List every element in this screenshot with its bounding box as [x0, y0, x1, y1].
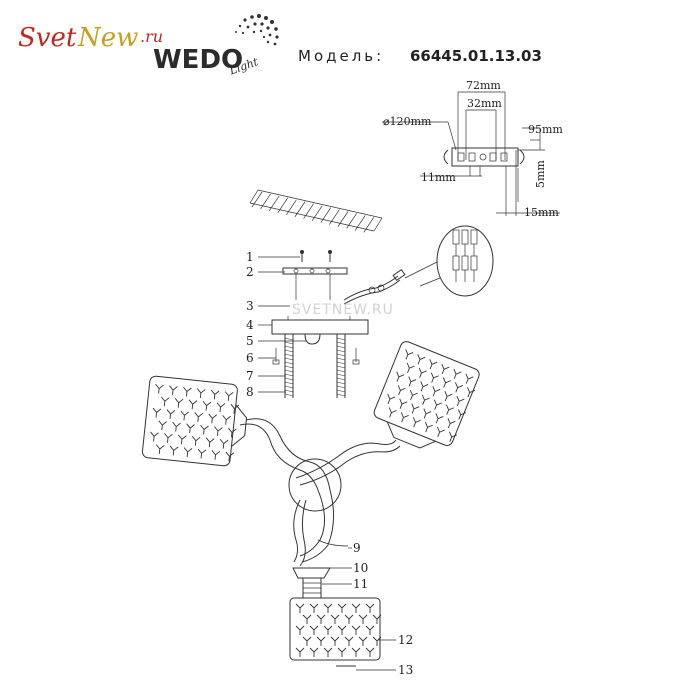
logo-wedo-text: WEDO — [153, 45, 243, 75]
callout-9: 9 — [353, 541, 361, 555]
callout-12: 12 — [398, 633, 413, 647]
mounting-plate-detail: ⌀120mm 72mm 32mm 95mm 11mm 5mm 15mm — [382, 79, 563, 219]
callout-10: 10 — [353, 561, 368, 575]
callout-4: 4 — [246, 318, 254, 332]
dimension-width-32: 32mm — [467, 97, 502, 110]
callout-6: 6 — [246, 351, 254, 365]
dimension-95: 95mm — [528, 123, 563, 136]
logo-swirl-icon — [235, 14, 279, 46]
logo-new-text: New — [77, 23, 138, 53]
central-hub — [288, 458, 342, 512]
callout-8: 8 — [246, 385, 254, 399]
mounting-hardware — [282, 250, 406, 305]
callout-7: 7 — [246, 369, 254, 383]
ceiling-canopy — [271, 316, 369, 398]
lamp-shade-right — [373, 341, 480, 449]
watermark-text: SVETNEW.RU — [292, 302, 394, 318]
lamp-arms — [239, 418, 401, 567]
callout-3: 3 — [246, 299, 254, 313]
model-label: Модель: — [298, 47, 384, 65]
dimension-width-72: 72mm — [466, 79, 501, 92]
callout-11: 11 — [353, 577, 368, 591]
callout-5: 5 — [246, 334, 254, 348]
wiring-detail-bubble — [404, 225, 494, 297]
callout-1: 1 — [246, 250, 254, 264]
dimension-15: 15mm — [524, 206, 559, 219]
callout-labels-lower: 9 10 11 12 13 — [320, 541, 413, 677]
logo-svet-text: Svet — [18, 23, 77, 53]
dimension-11: 11mm — [421, 171, 456, 184]
logo-ru-text: .ru — [140, 27, 163, 46]
canopy-plate — [271, 319, 369, 335]
ceiling-hatch — [249, 189, 383, 233]
mounting-bar — [282, 267, 348, 275]
lamp-shade-bottom — [289, 597, 382, 667]
lamp-shade-left — [141, 375, 248, 467]
callout-labels-upper: 1 2 3 4 5 6 7 8 — [246, 250, 306, 399]
dimension-diameter-120: ⌀120mm — [383, 115, 432, 128]
svetnew-logo: Svet New .ru — [18, 23, 163, 53]
plate-outline — [451, 147, 519, 167]
callout-13: 13 — [398, 663, 413, 677]
model-number: 66445.01.13.03 — [410, 47, 542, 65]
wedo-light-logo: WEDO Light — [153, 14, 279, 78]
callout-2: 2 — [246, 265, 254, 279]
dimension-5: 5mm — [534, 160, 547, 188]
lamp-socket-bottom — [292, 567, 331, 599]
